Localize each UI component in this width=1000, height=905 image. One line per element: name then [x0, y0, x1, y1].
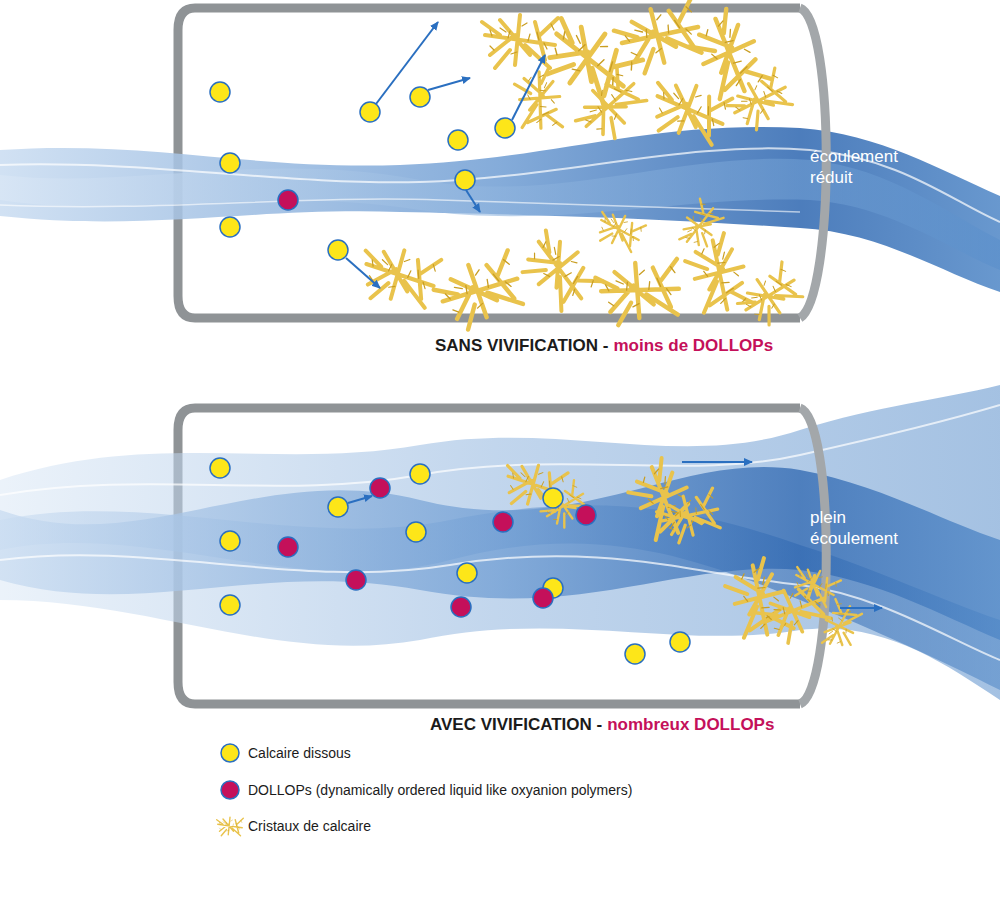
legend-text: Cristaux de calcaire: [248, 818, 371, 834]
pipe-bottom: [0, 385, 1000, 704]
legend-text: Calcaire dissous: [248, 745, 351, 761]
legend-text: DOLLOPs (dynamically ordered liquid like…: [248, 782, 632, 798]
flow-label: plein écoulement: [810, 507, 920, 549]
caption-label: AVEC VIVIFICATION -: [430, 715, 602, 735]
flow-label: écoulement réduit: [810, 146, 920, 188]
legend-swatch: [221, 744, 239, 762]
legend-swatch: [221, 781, 239, 799]
legend-crystal: [217, 817, 244, 836]
caption-label: moins de DOLLOPs: [613, 336, 773, 356]
legend-swatch-holder: [218, 741, 242, 765]
caption-label: SANS VIVIFICATION -: [435, 336, 608, 356]
pipe-top: [0, 0, 1000, 336]
legend-swatch-holder: [218, 778, 242, 802]
caption-label: nombreux DOLLOPs: [607, 715, 774, 735]
